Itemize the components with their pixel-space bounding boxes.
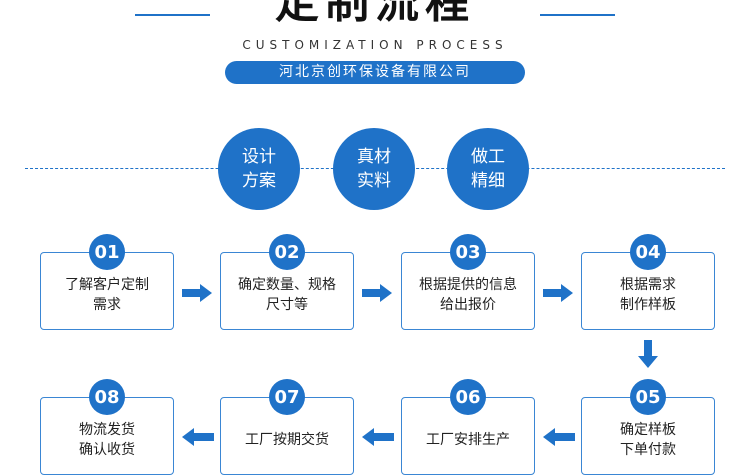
- arrow-right-icon: [543, 284, 573, 302]
- step-05-number: 05: [630, 379, 666, 415]
- step-04-text: 根据需求 制作样板: [620, 277, 676, 313]
- step-04-box: 根据需求 制作样板: [581, 252, 715, 330]
- arrow-left-icon: [543, 428, 575, 446]
- step-03-number: 03: [450, 234, 486, 270]
- step-07-text: 工厂按期交货: [245, 432, 329, 448]
- title-line-right: [540, 14, 615, 16]
- step-06-number: 06: [450, 379, 486, 415]
- step-03-text: 根据提供的信息 给出报价: [419, 277, 517, 313]
- arrow-right-icon: [182, 284, 212, 302]
- arrow-right-icon: [362, 284, 392, 302]
- step-07-number: 07: [269, 379, 305, 415]
- step-02-text: 确定数量、规格 尺寸等: [238, 277, 336, 313]
- arrow-down-icon: [638, 340, 658, 368]
- step-01-number: 01: [89, 234, 125, 270]
- arrow-left-icon: [182, 428, 214, 446]
- title-line-left: [135, 14, 210, 16]
- arrow-left-icon: [362, 428, 394, 446]
- step-08-number: 08: [89, 379, 125, 415]
- step-01-text: 了解客户定制 需求: [65, 277, 149, 313]
- step-02-number: 02: [269, 234, 305, 270]
- page-title: 定制流程: [275, 0, 475, 28]
- step-04-number: 04: [630, 234, 666, 270]
- step-05-text: 确定样板 下单付款: [620, 422, 676, 458]
- company-badge: 河北京创环保设备有限公司: [225, 61, 525, 84]
- step-06-text: 工厂安排生产: [426, 432, 510, 448]
- feature-material: 真材 实料: [333, 128, 415, 210]
- page-subtitle: CUSTOMIZATION PROCESS: [242, 38, 508, 52]
- feature-craft: 做工 精细: [447, 128, 529, 210]
- step-08-text: 物流发货 确认收货: [79, 422, 135, 458]
- feature-design: 设计 方案: [218, 128, 300, 210]
